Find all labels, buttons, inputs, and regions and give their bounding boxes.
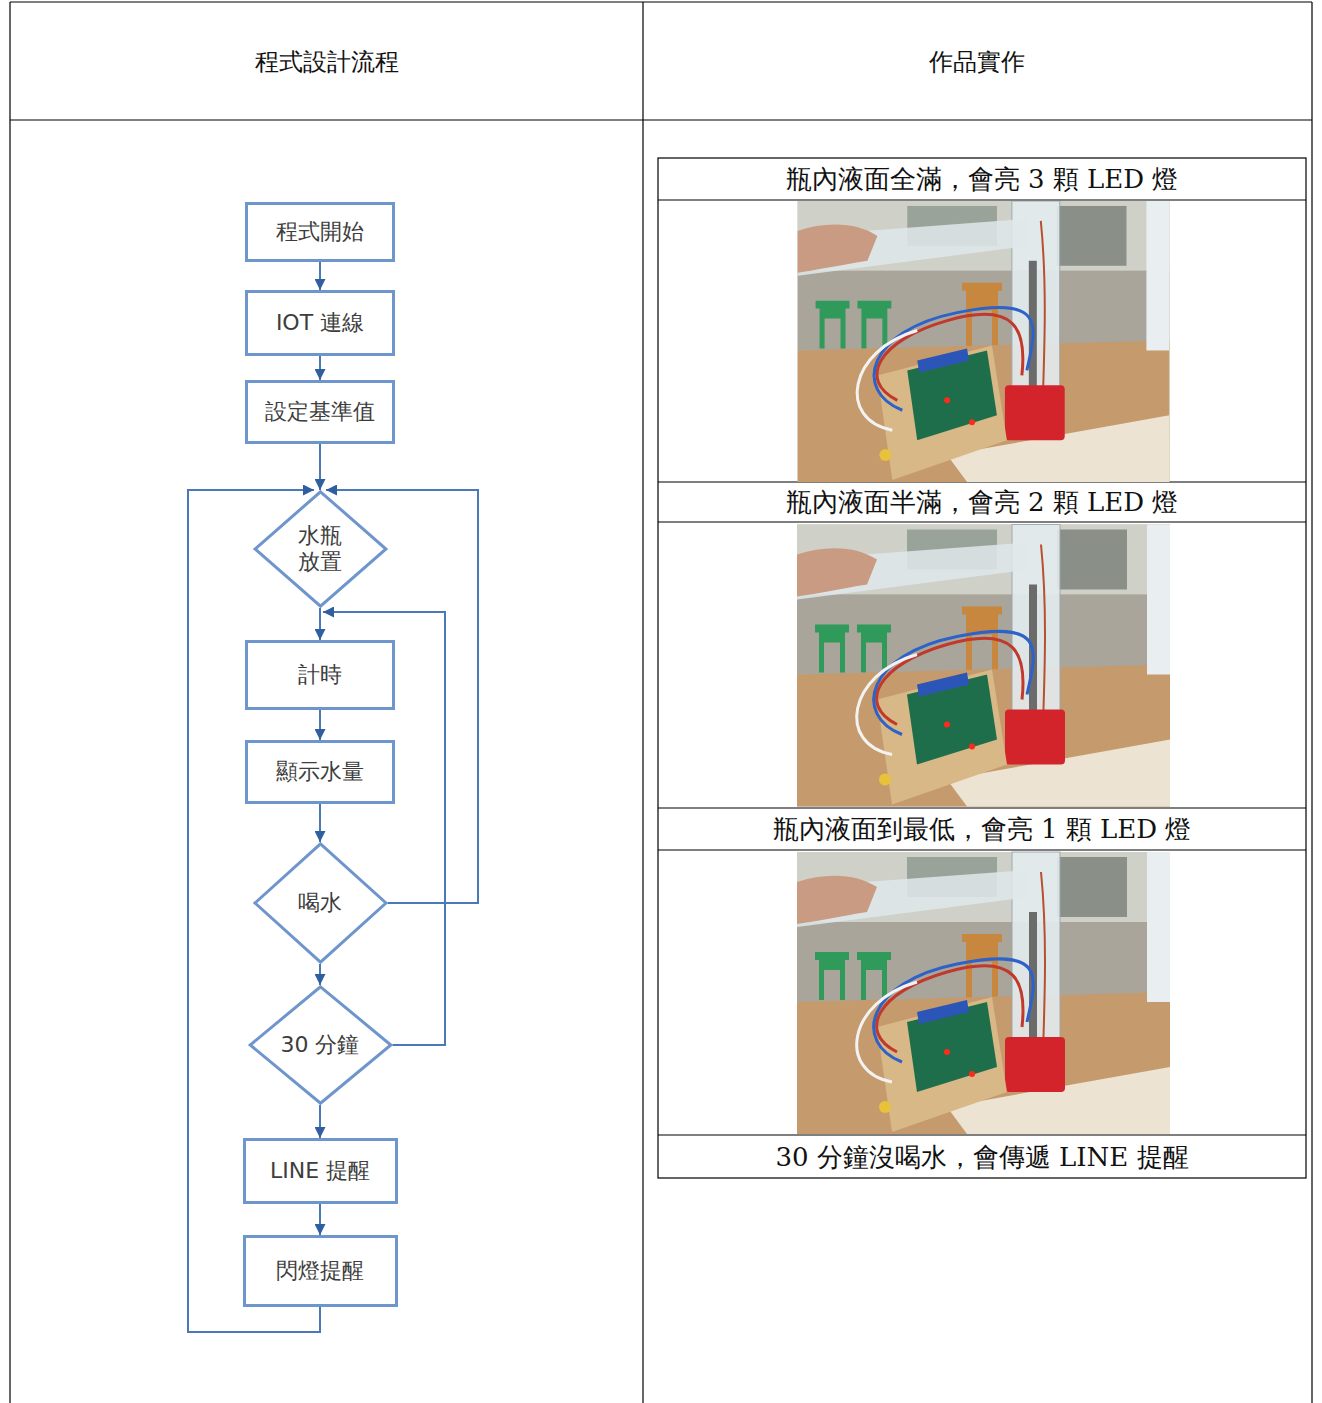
flow-arrow	[319, 262, 321, 290]
flow-arrow	[319, 356, 321, 380]
node-text: IOT 連線	[276, 310, 364, 336]
table-border	[642, 2, 643, 1403]
diamond-shape	[255, 844, 386, 962]
inner-table-line	[658, 521, 1306, 522]
node-text: LINE 提醒	[270, 1158, 370, 1184]
flow-arrow	[319, 1105, 321, 1138]
flow-arrow	[319, 608, 321, 640]
table-border	[10, 1, 1312, 2]
process-box: 顯示水量	[245, 740, 395, 804]
process-box: 計時	[245, 640, 395, 710]
node-text: 30 分鐘	[281, 1032, 360, 1058]
flow-arrow	[319, 1204, 321, 1235]
diamond-shape	[255, 492, 386, 606]
decision-diamond: 水瓶 放置	[253, 490, 388, 608]
flow-arrow	[319, 964, 321, 985]
decision-diamond: 30 分鐘	[248, 985, 393, 1105]
table-border	[9, 2, 10, 1403]
inner-table	[658, 158, 1306, 1178]
inner-table-line	[658, 199, 1306, 200]
table-border	[10, 119, 1312, 120]
table-header: 程式設計流程	[255, 46, 399, 78]
node-text: 喝水	[298, 890, 342, 916]
photo-caption: 瓶內液面半滿，會亮 2 顆 LED 燈	[786, 485, 1179, 520]
process-box: 程式開始	[245, 202, 395, 262]
node-text: 設定基準值	[265, 399, 375, 425]
decision-diamond: 喝水	[253, 842, 388, 964]
flow-arrow	[319, 804, 321, 842]
process-box: 設定基準值	[245, 380, 395, 444]
process-box: IOT 連線	[245, 290, 395, 356]
inner-table-line	[658, 849, 1306, 850]
flow-arrow	[319, 710, 321, 740]
node-text: 計時	[298, 662, 342, 688]
node-text: 閃燈提醒	[276, 1258, 364, 1284]
photo-caption: 30 分鐘沒喝水，會傳遞 LINE 提醒	[775, 1140, 1188, 1175]
process-box: 閃燈提醒	[243, 1235, 398, 1307]
inner-table-line	[658, 807, 1306, 808]
photo	[798, 201, 1170, 482]
node-text: 顯示水量	[276, 759, 364, 785]
flow-arrow	[319, 444, 321, 490]
photo-caption: 瓶內液面全滿，會亮 3 顆 LED 燈	[786, 162, 1179, 197]
photo	[797, 852, 1170, 1134]
inner-table-line	[658, 1134, 1306, 1135]
table-header: 作品實作	[929, 46, 1025, 78]
diamond-shape	[250, 987, 391, 1103]
node-text: 水瓶 放置	[296, 523, 344, 576]
photo-caption: 瓶內液面到最低，會亮 1 顆 LED 燈	[773, 812, 1192, 847]
photo	[797, 525, 1170, 807]
node-text: 程式開始	[276, 219, 364, 245]
table-border	[1311, 2, 1312, 1403]
process-box: LINE 提醒	[243, 1138, 398, 1204]
